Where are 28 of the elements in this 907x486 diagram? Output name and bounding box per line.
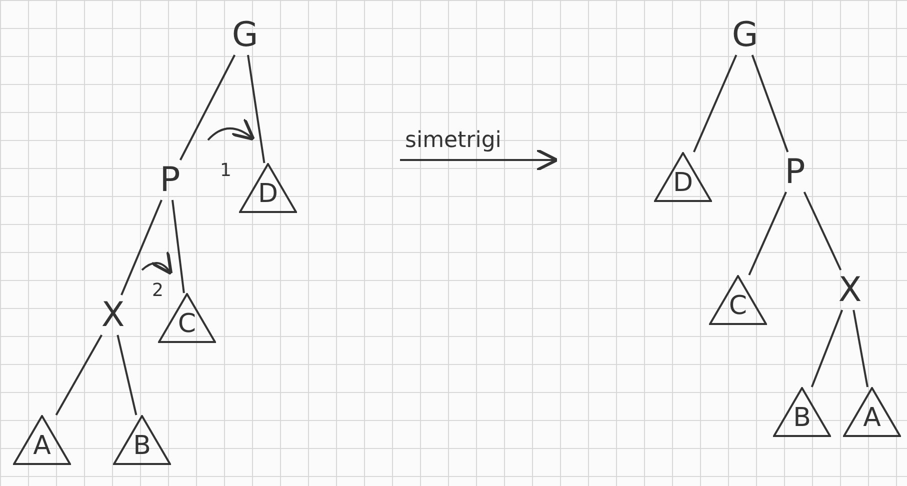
subtree-triangle: D xyxy=(239,163,297,213)
tree-node-letter: P xyxy=(778,152,812,192)
subtree-triangle: A xyxy=(13,415,71,465)
arrow-label: simetrigi xyxy=(405,128,502,153)
tree-node-letter: G xyxy=(728,15,762,55)
subtree-triangle: C xyxy=(709,275,767,325)
subtree-triangle: A xyxy=(843,387,901,437)
tree-branch-line xyxy=(810,310,844,388)
tree-node-letter: G xyxy=(228,15,262,55)
tree-node-letter: X xyxy=(96,295,130,335)
tree-branch-line xyxy=(803,192,842,270)
tree-branch-line xyxy=(55,334,102,416)
tree-branch-line xyxy=(116,334,138,416)
tree-node-letter: X xyxy=(833,270,867,310)
subtree-triangle: D xyxy=(654,152,712,202)
tree-branch-line xyxy=(171,200,185,294)
tree-branch-line xyxy=(120,200,162,296)
tree-branch-line xyxy=(693,54,738,152)
subtree-triangle: B xyxy=(773,387,831,437)
subtree-triangle: C xyxy=(158,293,216,343)
tree-branch-line xyxy=(751,54,789,152)
tree-branch-line xyxy=(748,192,787,276)
tree-branch-line xyxy=(852,310,868,388)
rotation-step-number: 1 xyxy=(220,160,232,181)
tree-branch-line xyxy=(247,54,266,164)
tree-branch-line xyxy=(179,54,236,160)
subtree-triangle: B xyxy=(113,415,171,465)
tree-node-letter: P xyxy=(153,160,187,200)
